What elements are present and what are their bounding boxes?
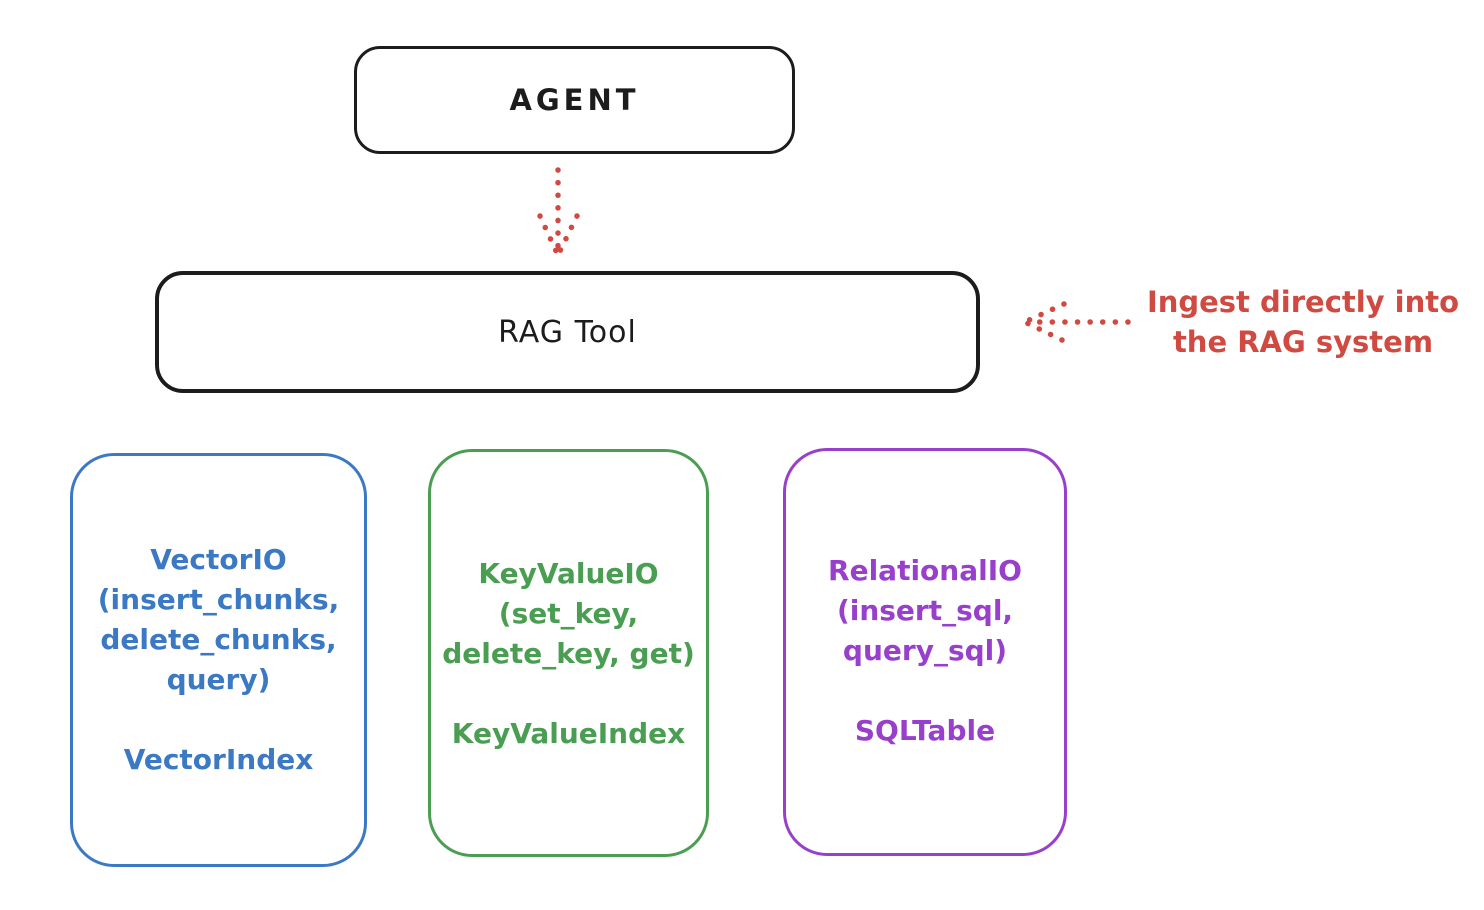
keyvalue-io-box: KeyValueIO (set_key, delete_key, get) Ke… xyxy=(428,449,709,857)
store-line: delete_key, get) xyxy=(442,637,695,670)
store-line: VectorIO xyxy=(150,543,287,576)
dotted-arrow-left-icon xyxy=(1024,301,1131,343)
arrow-wing-right xyxy=(557,213,580,254)
store-index-label: KeyValueIndex xyxy=(451,717,686,750)
store-line: query_sql) xyxy=(842,634,1008,667)
dotted-arrow-down-icon xyxy=(537,167,580,254)
store-line: (set_key, xyxy=(498,597,639,630)
rag-tool-box: RAG Tool xyxy=(155,271,980,393)
store-line: (insert_chunks, xyxy=(97,583,340,616)
store-line: query) xyxy=(166,663,271,696)
store-line: (insert_sql, xyxy=(836,594,1014,627)
vector-io-box: VectorIO (insert_chunks, delete_chunks, … xyxy=(70,453,367,867)
arrow-wing-left xyxy=(537,213,559,254)
store-line: RelationalIO xyxy=(828,554,1022,587)
ingest-annotation: Ingest directly into the RAG system xyxy=(1128,282,1478,362)
relational-io-box: RelationalIO (insert_sql, query_sql) SQL… xyxy=(783,448,1067,856)
store-index-label: SQLTable xyxy=(854,714,996,747)
agent-box: AGENT xyxy=(354,46,795,154)
store-line: KeyValueIO xyxy=(478,557,659,590)
ingest-annotation-line1: Ingest directly into xyxy=(1146,285,1460,319)
store-index-label: VectorIndex xyxy=(123,743,314,776)
rag-tool-label: RAG Tool xyxy=(498,314,637,350)
store-line: delete_chunks, xyxy=(100,623,337,656)
agent-label: AGENT xyxy=(509,83,640,117)
arrow-wing-lower xyxy=(1024,320,1065,343)
arrow-wing-upper xyxy=(1024,301,1067,324)
ingest-annotation-line2: the RAG system xyxy=(1172,325,1434,359)
